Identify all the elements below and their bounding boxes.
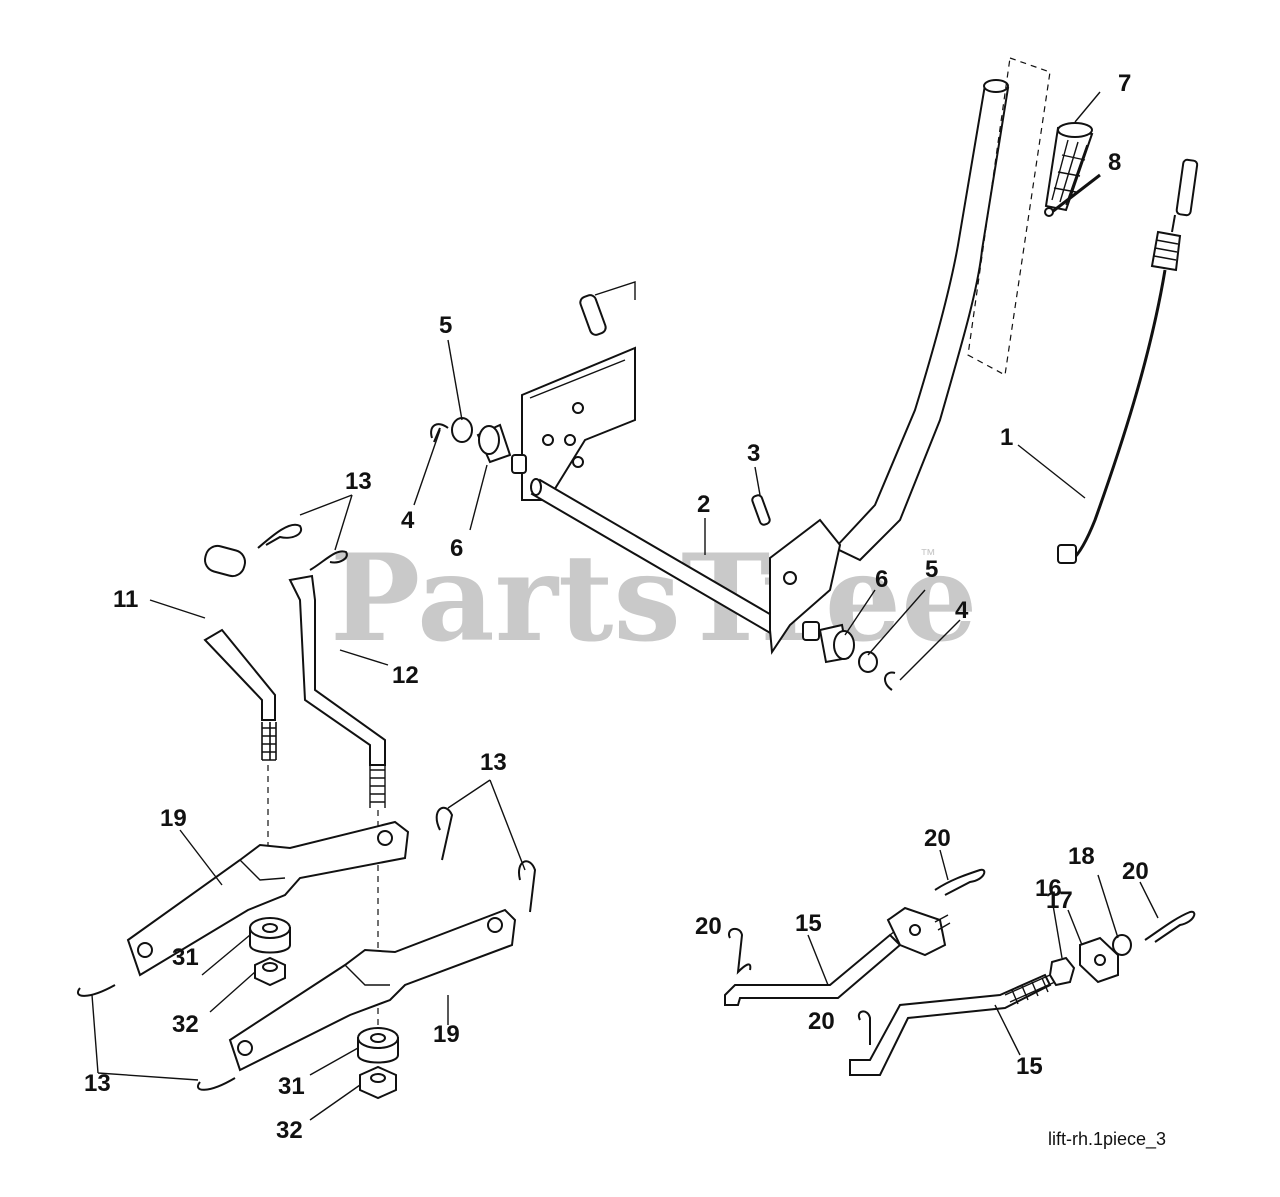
washer-right	[858, 651, 878, 673]
callout-19-lower: 19	[433, 1021, 460, 1048]
washer-left	[451, 417, 473, 443]
grip	[1044, 122, 1094, 212]
callout-3: 3	[747, 440, 760, 467]
callout-8: 8	[1108, 149, 1121, 176]
callout-20-d: 20	[808, 1008, 835, 1035]
watermark-trademark: ™	[920, 547, 936, 564]
shaft-arm	[769, 518, 842, 655]
hairpin-clip-mid-b	[518, 860, 537, 913]
callout-4-left: 4	[401, 507, 415, 534]
hairpin-clip-20-a	[728, 927, 752, 975]
bushing-right-face	[833, 630, 855, 660]
washer-trunnion	[1112, 934, 1132, 956]
adjustment-rod-lower	[849, 973, 1056, 1076]
callout-5-right: 5	[925, 556, 938, 583]
bushing-left-face	[478, 425, 500, 455]
shaft-collar-left	[511, 454, 527, 474]
trunnion-block-upper	[886, 906, 951, 957]
callout-16: 16	[1035, 875, 1062, 902]
callout-15-lower: 15	[1016, 1053, 1043, 1080]
lift-sleeve	[204, 544, 246, 578]
callout-11: 11	[113, 586, 138, 613]
lift-arm-lower	[228, 908, 517, 1072]
callout-7: 7	[1118, 70, 1131, 97]
callout-20-c: 20	[695, 913, 722, 940]
callout-13-low: 13	[84, 1070, 111, 1097]
callout-15-upper: 15	[795, 910, 822, 937]
callout-5-left: 5	[439, 312, 452, 339]
roll-pin	[1047, 173, 1101, 217]
callout-20-a: 20	[924, 825, 951, 852]
jam-nut	[1048, 956, 1076, 987]
callout-12: 12	[392, 662, 419, 689]
leader-lines	[91, 91, 1159, 1121]
callout-31-lower: 31	[278, 1073, 305, 1100]
lift-link-left	[203, 628, 277, 761]
e-ring-right	[884, 671, 896, 691]
callout-6-right: 6	[875, 566, 888, 593]
spacer-upper	[249, 917, 291, 954]
lift-handle	[833, 79, 1010, 562]
roll-pin-end	[1044, 207, 1054, 217]
callout-4-right: 4	[955, 597, 969, 624]
mounting-bracket	[521, 281, 636, 501]
clevis-pin	[751, 494, 771, 526]
callout-19-upper: 19	[160, 805, 187, 832]
lift-cable	[1057, 158, 1199, 564]
nut-upper	[254, 956, 286, 987]
callout-13-top: 13	[345, 468, 372, 495]
hairpin-clip-low-b	[197, 1077, 236, 1091]
lift-arm-upper	[126, 820, 410, 977]
callouts: 1 2 3 4 4 5 5 6 6 7 8 11 12 13 13 13 15 …	[84, 70, 1149, 1144]
spacer-lower	[357, 1027, 399, 1064]
shaft-collar-right	[802, 621, 820, 641]
hairpin-clip-upper-a	[257, 523, 303, 549]
callout-31-upper: 31	[172, 944, 199, 971]
callout-32-upper: 32	[172, 1011, 199, 1038]
callout-13-mid: 13	[480, 749, 507, 776]
hairpin-clip-upper-b	[309, 550, 348, 571]
hairpin-clip-20-d	[1144, 910, 1196, 943]
hairpin-clip-20-c	[857, 1010, 871, 1045]
callout-18: 18	[1068, 843, 1095, 870]
nut-lower	[359, 1065, 397, 1100]
callout-17: 17	[1046, 887, 1073, 914]
trunnion	[1079, 936, 1119, 984]
callout-1: 1	[1000, 424, 1013, 451]
callout-20-b: 20	[1122, 858, 1149, 885]
hairpin-clip-mid-a	[435, 806, 454, 861]
shaft-arm-hole	[783, 571, 797, 585]
hairpin-clip-low-a	[77, 984, 116, 997]
lift-link-right	[288, 574, 386, 808]
callout-2: 2	[697, 491, 710, 518]
e-ring-left	[430, 423, 449, 443]
callout-32-lower: 32	[276, 1117, 303, 1144]
drawing-id: lift-rh.1piece_3	[1048, 1129, 1166, 1150]
hairpin-clip-20-b	[934, 868, 986, 896]
callout-6-left: 6	[450, 535, 463, 562]
